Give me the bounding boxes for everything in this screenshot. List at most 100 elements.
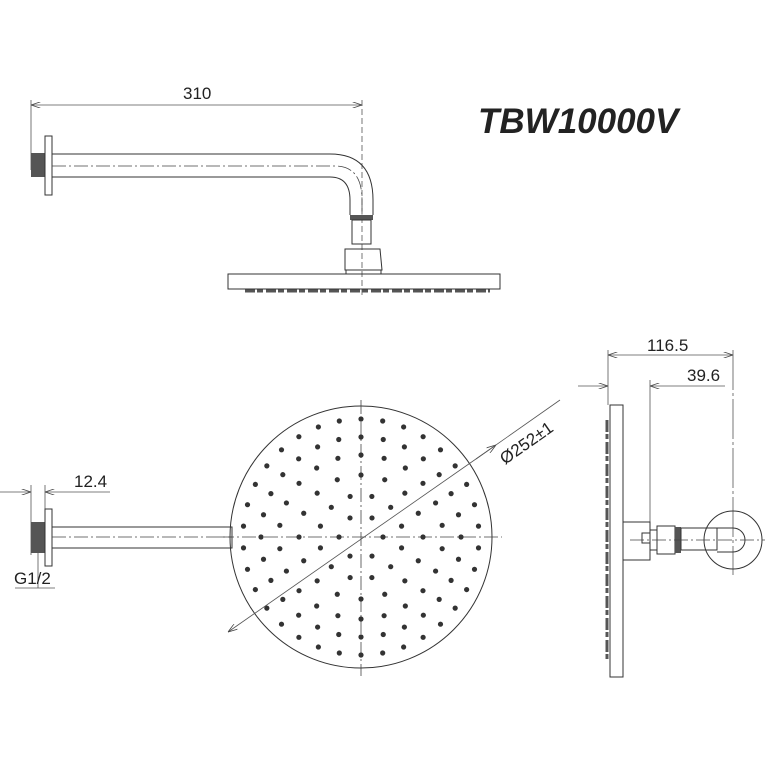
shower-arm-front xyxy=(51,526,233,549)
nozzle-dot xyxy=(464,586,470,593)
nozzle-dot xyxy=(380,418,386,424)
nozzle-dot xyxy=(420,434,426,440)
nozzle-dot xyxy=(314,465,320,471)
nozzle-dot xyxy=(314,490,320,496)
nozzle-dot xyxy=(358,616,364,622)
nozzle-dot xyxy=(283,568,290,574)
nozzle-dot xyxy=(358,452,364,458)
nozzle-dot xyxy=(244,566,251,572)
nozzle-dot xyxy=(401,624,407,630)
nozzle-dot xyxy=(382,591,388,597)
nozzle-dot xyxy=(402,465,408,471)
nozzle-dot xyxy=(347,493,353,500)
nozzle-dot xyxy=(402,603,408,609)
nozzle-dot xyxy=(240,545,247,551)
nozzle-dot xyxy=(336,436,342,443)
nozzle-dot xyxy=(475,523,482,529)
nozzle-dot xyxy=(347,515,353,521)
flange-thickness-label: 12.4 xyxy=(74,472,107,491)
nozzle-dot xyxy=(381,455,387,461)
nozzle-dot xyxy=(420,588,426,594)
nozzle-dot xyxy=(301,558,307,564)
nozzle-dot xyxy=(334,591,340,597)
nozzle-dot xyxy=(388,564,394,570)
nozzle-dot xyxy=(314,603,320,609)
nozzle-dot xyxy=(398,523,405,529)
nozzle-dot xyxy=(402,490,408,496)
nozzle-dot xyxy=(380,436,386,443)
nozzle-dot xyxy=(381,613,387,619)
nozzle-dot xyxy=(401,444,407,450)
nozzle-dot xyxy=(369,553,375,559)
nozzle-dot xyxy=(296,456,302,462)
nozzle-dot xyxy=(420,634,426,640)
nozzle-dot xyxy=(458,534,464,540)
nozzle-dot xyxy=(336,418,342,424)
nozzle-dot xyxy=(437,621,444,627)
nozzle-dot xyxy=(439,522,445,528)
nozzle-dot xyxy=(358,596,364,602)
thread-part xyxy=(31,153,45,177)
total-depth-label: 116.5 xyxy=(647,336,688,355)
nozzle-dot xyxy=(336,650,342,656)
nozzle-dot xyxy=(317,523,324,529)
shower-head-profile xyxy=(609,404,624,678)
nozzle-dot xyxy=(296,634,302,640)
top-view: 310 xyxy=(30,84,501,295)
arm-length-label: 310 xyxy=(183,84,211,103)
nozzle-dot xyxy=(244,502,251,508)
nozzle-dot xyxy=(280,472,286,478)
wall-flange xyxy=(44,135,53,196)
nozzle-dot xyxy=(475,545,482,551)
nozzle-dot xyxy=(260,512,267,518)
nozzle-dot xyxy=(315,624,321,630)
nozzle-dot xyxy=(296,534,302,540)
nozzle-dot xyxy=(398,545,405,551)
nozzle-dot xyxy=(420,480,426,486)
nozzle-dot xyxy=(296,480,302,486)
nozzle-dot xyxy=(380,534,386,540)
nozzle-dot xyxy=(335,613,341,619)
nozzle-dot xyxy=(401,644,407,650)
nozzle-dot xyxy=(268,577,274,583)
nozzle-dot xyxy=(315,644,321,650)
nozzle-dot xyxy=(317,545,324,551)
nozzle-dot xyxy=(452,605,458,611)
nozzle-dot xyxy=(328,504,334,510)
nozzle-dot xyxy=(268,491,274,497)
nozzle-dot xyxy=(301,510,307,516)
side-view: 116.5 39.6 xyxy=(578,336,765,678)
nozzle-dot xyxy=(415,510,421,516)
nozzle-dot xyxy=(455,512,462,518)
nozzle-dot xyxy=(448,577,454,583)
nozzle-dot xyxy=(280,596,286,602)
nozzle-dot xyxy=(335,455,341,461)
model-title: TBW10000V xyxy=(478,102,681,141)
nozzle-dot xyxy=(278,447,285,453)
nozzle-dot xyxy=(336,534,342,540)
nozzle-dot xyxy=(315,424,321,430)
front-view: 12.4 G1/2 Ø252±1 xyxy=(0,399,561,676)
nozzle-dot xyxy=(455,556,462,562)
nozzle-dot xyxy=(358,652,364,658)
nozzle-dot xyxy=(315,444,321,450)
nozzle-dot xyxy=(252,586,258,593)
nozzle-dot xyxy=(336,631,342,638)
nozzle-dot xyxy=(380,650,386,656)
thread-size-label: G1/2 xyxy=(14,569,51,588)
nozzle-dot xyxy=(436,472,442,478)
nozzle-dot xyxy=(283,500,290,506)
nozzle-dot xyxy=(358,634,364,640)
nozzle-dot xyxy=(420,456,426,462)
nozzle-dot xyxy=(464,481,470,488)
nozzle-dot xyxy=(240,523,247,529)
nozzle-dot xyxy=(369,574,375,581)
nozzle-dot xyxy=(436,596,442,602)
nozzle-dot xyxy=(402,578,408,584)
nozzle-dot xyxy=(420,612,426,618)
nozzle-dot xyxy=(258,534,264,540)
nozzle-dot xyxy=(277,546,283,552)
nozzle-dot xyxy=(382,477,388,483)
